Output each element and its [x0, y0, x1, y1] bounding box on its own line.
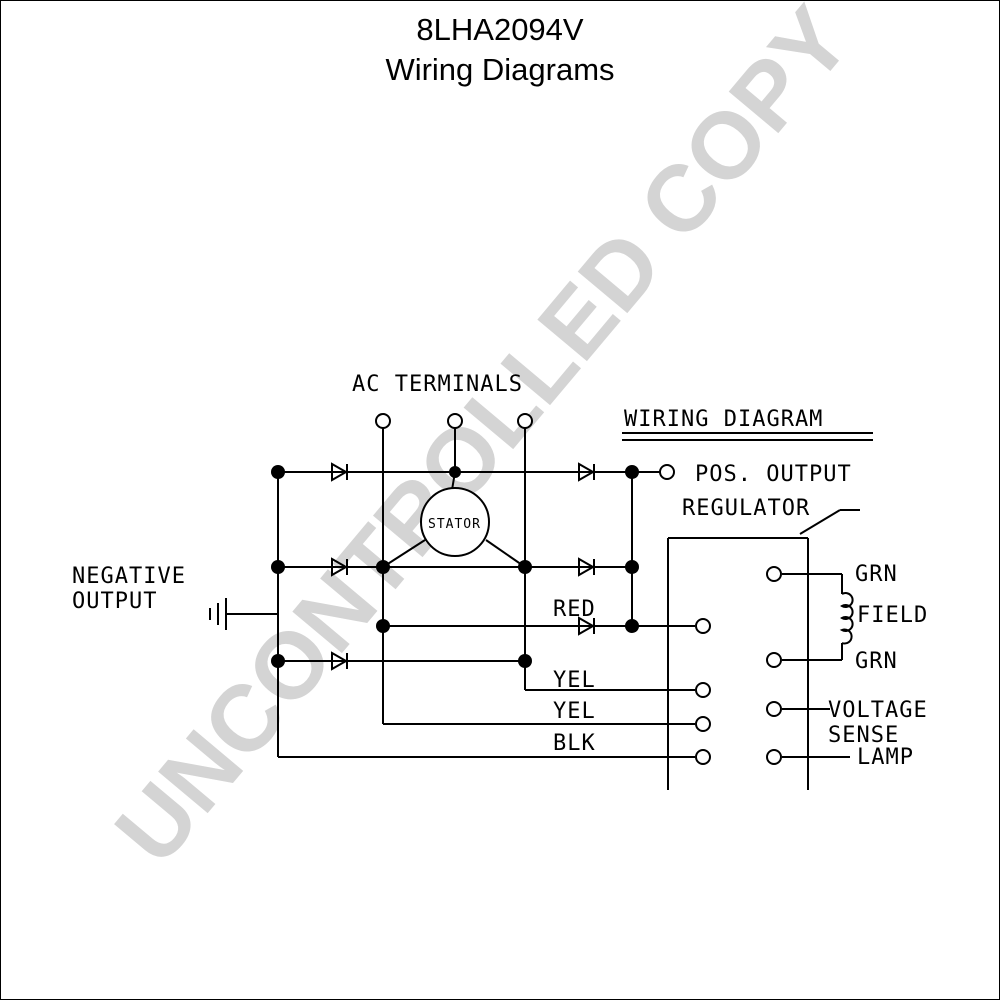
part-number-title: 8LHA2094V [416, 12, 584, 47]
pos-output-label: POS. OUTPUT [695, 462, 852, 487]
page-subtitle: Wiring Diagrams [385, 52, 615, 87]
junctions [271, 465, 639, 668]
red-wire-label: RED [553, 597, 596, 622]
stator-label: STATOR [428, 517, 481, 532]
wiring-diagram-label: WIRING DIAGRAM [624, 407, 823, 432]
sense-label: SENSE [828, 723, 899, 748]
lamp-label: LAMP [857, 745, 914, 770]
negative-label: NEGATIVE [72, 564, 186, 589]
watermark-text: UNCONTROLLED COPY [95, 0, 870, 883]
regulator-label: REGULATOR [682, 496, 810, 521]
grn-bottom-label: GRN [855, 649, 898, 674]
terminals [375, 413, 782, 765]
grn-top-label: GRN [855, 562, 898, 587]
ac-terminals-label: AC TERMINALS [352, 372, 523, 397]
wires [209, 428, 873, 790]
voltage-label: VOLTAGE [828, 698, 928, 723]
stator-coil [420, 487, 490, 557]
yel-wire-label-2: YEL [553, 699, 596, 724]
yel-wire-label-1: YEL [553, 668, 596, 693]
blk-wire-label: BLK [553, 731, 596, 756]
field-label: FIELD [857, 603, 928, 628]
output-label: OUTPUT [72, 589, 157, 614]
